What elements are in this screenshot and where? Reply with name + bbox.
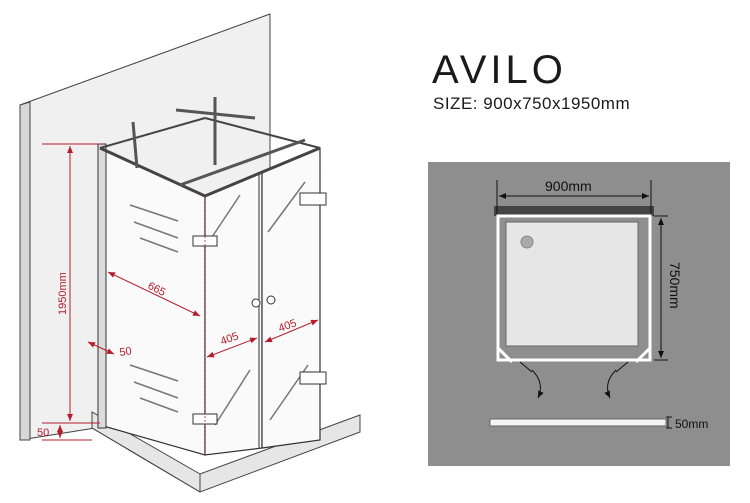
plan-tray-outline: [496, 214, 652, 362]
isometric-view: 1950mm 50 665 50 405 405: [19, 13, 361, 493]
wall-edge: [19, 101, 31, 441]
dim-front-left-label: 405: [219, 330, 240, 348]
plan-view: 900mm 750mm 50mm: [428, 162, 730, 466]
size-separator: :: [472, 94, 479, 113]
wall-profile: [97, 143, 107, 429]
glass-reflections: [129, 181, 309, 426]
dim-wall-gap-label: 50: [119, 345, 133, 359]
plan-depth-label: 750mm: [667, 262, 683, 309]
dim-height-label: 1950mm: [57, 272, 69, 315]
plan-wall-bar: [494, 206, 654, 216]
plan-tray-side: [489, 418, 667, 427]
size-label: SIZE: [433, 94, 473, 113]
product-title: AVILO: [432, 48, 567, 92]
door-knob-right: [266, 295, 276, 305]
door-knob-left: [251, 298, 261, 308]
side-glass-panel: [99, 147, 206, 456]
size-value: 900x750x1950mm: [483, 94, 631, 113]
dim-front-right-label: 405: [277, 317, 298, 335]
drain-icon: [520, 235, 534, 249]
plan-width-label: 900mm: [545, 178, 592, 194]
plan-tray-height-label: 50mm: [675, 417, 708, 431]
front-glass-left: [204, 171, 263, 456]
size-line: SIZE: 900x750x1950mm: [433, 94, 630, 114]
dim-base-label: 50: [37, 427, 49, 439]
